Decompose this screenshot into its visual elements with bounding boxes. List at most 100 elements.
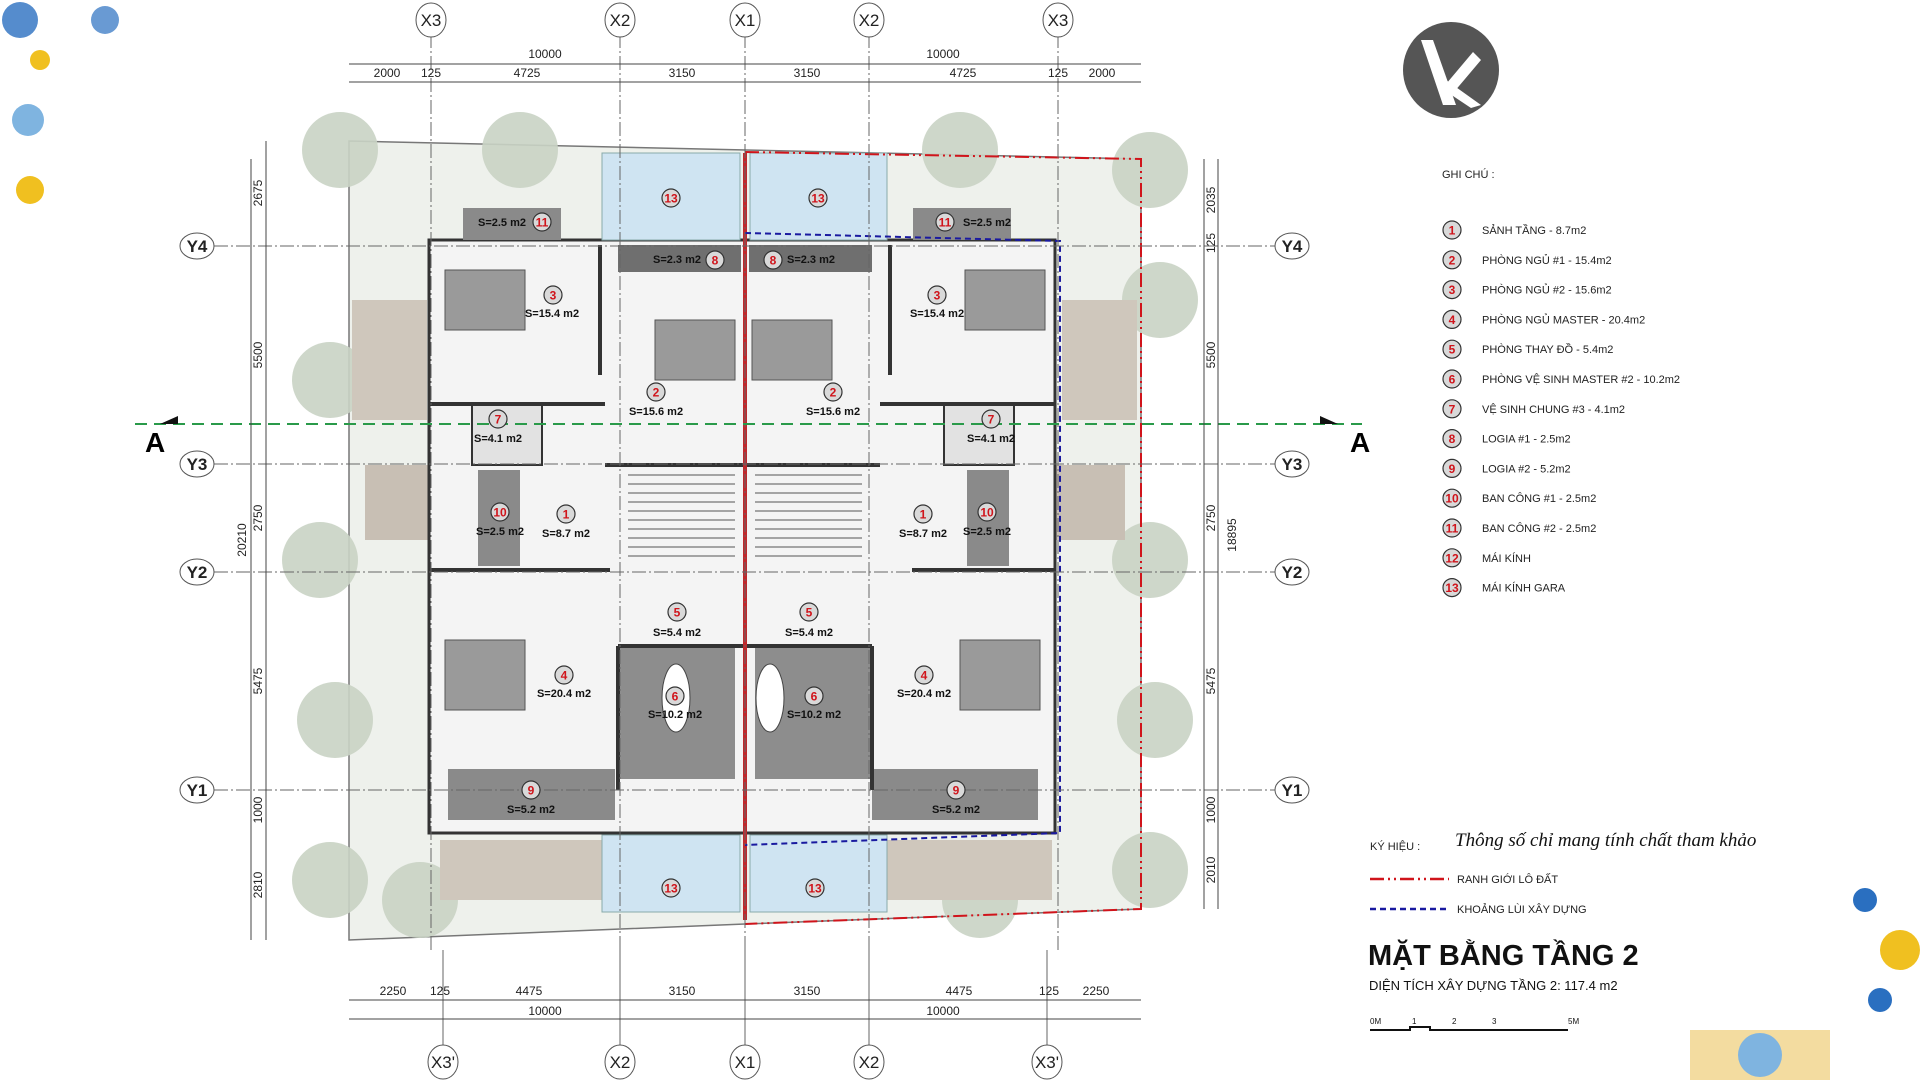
room-label: 3S=15.4 m2 [910, 285, 964, 320]
grid-axis-top: X1 [729, 2, 761, 38]
note-number: 11 [1446, 522, 1459, 536]
section-marker-right: A [1350, 427, 1370, 458]
room-number-badge [705, 250, 725, 270]
room-label: 7S=4.1 m2 [474, 409, 522, 445]
room-area: S=15.6 m2 [806, 406, 860, 418]
dimension-label: 125 [430, 984, 450, 998]
grid-axis-label: X2 [610, 11, 631, 30]
dimension-label: 4725 [514, 66, 541, 80]
note-label: BAN CÔNG #2 - 2.5m2 [1482, 522, 1596, 535]
note-label: BAN CÔNG #1 - 2.5m2 [1482, 492, 1596, 505]
room-number: 4 [561, 669, 568, 683]
room-area: S=15.4 m2 [525, 308, 579, 320]
grid-axis-left: Y3 [179, 450, 215, 478]
room-label: 4S=20.4 m2 [537, 665, 591, 700]
scale-bar-label: 3 [1492, 1017, 1497, 1026]
grid-axis-left: Y2 [179, 558, 215, 586]
dimension-label: 20210 [235, 523, 249, 557]
room-number-badge [521, 780, 541, 800]
dimension-label: 10000 [528, 1004, 562, 1018]
room-label: 1S=8.7 m2 [899, 504, 947, 540]
room-label: 6S=10.2 m2 [787, 686, 841, 721]
room-number: 10 [493, 506, 507, 520]
grid-axis-label: X3' [1035, 1053, 1059, 1072]
room-number-badge [946, 780, 966, 800]
grid-axis-bottom: X3' [427, 1044, 459, 1080]
dimension-label: 10000 [528, 47, 562, 61]
grid-axis-label: X3' [431, 1053, 455, 1072]
dimension-label: 2035 [1204, 186, 1218, 213]
note-number-badge [1442, 548, 1462, 568]
dimension-label: 5500 [251, 341, 265, 368]
room-number-badge [977, 502, 997, 522]
tree-icon [922, 112, 998, 188]
dimension-label: 4725 [950, 66, 977, 80]
note-label: PHÒNG NGỦ #1 - 15.4m2 [1482, 254, 1612, 267]
room-label: 9S=5.2 m2 [507, 780, 555, 816]
note-label: SẢNH TẦNG - 8.7m2 [1482, 224, 1586, 237]
grid-axis-label: X2 [610, 1053, 631, 1072]
grid-axis-bottom: X2 [853, 1044, 885, 1080]
room-label: 9S=5.2 m2 [932, 780, 980, 816]
grid-axis-label: Y4 [187, 237, 208, 256]
room-number-badge [532, 212, 552, 232]
lot-boundary-legend-label: RANH GIỚI LÔ ĐẤT [1457, 873, 1558, 886]
room-number-badge [556, 504, 576, 524]
dimension-label: 5500 [1204, 341, 1218, 368]
room-number-badge [488, 409, 508, 429]
company-logo [1403, 22, 1499, 118]
grid-axis-right: Y2 [1274, 558, 1310, 586]
room-number: 3 [934, 289, 941, 303]
section-line-a: A A [135, 416, 1370, 458]
room-label: 8 S=2.3 m2 [653, 250, 725, 270]
dimension-label: 2750 [251, 504, 265, 531]
note-number-badge [1442, 518, 1462, 538]
dimension-label: 4475 [946, 984, 973, 998]
dimension-label: 3150 [794, 66, 821, 80]
room-number: 11 [536, 216, 549, 230]
room-area: S=2.3 m2 [653, 254, 701, 266]
room-area: S=5.2 m2 [507, 804, 555, 816]
room-number: 7 [495, 413, 502, 427]
grid-axis-label: X1 [735, 11, 756, 30]
note-label: PHÒNG NGỦ MASTER - 20.4m2 [1482, 313, 1645, 326]
dimension-label: 2010 [1204, 856, 1218, 883]
room-area: S=2.5 m2 [963, 526, 1011, 538]
dimension-label: 125 [1039, 984, 1059, 998]
dimension-label: 2000 [1089, 66, 1116, 80]
note-number: 6 [1449, 373, 1456, 387]
room-number: 11 [939, 216, 952, 230]
room-number-badge [646, 382, 666, 402]
room-number: 13 [664, 192, 678, 206]
room-area: S=4.1 m2 [474, 433, 522, 445]
grid-axis-label: X2 [859, 1053, 880, 1072]
note-number: 3 [1449, 283, 1456, 297]
room-area: S=5.4 m2 [785, 627, 833, 639]
room-label: 5S=5.4 m2 [785, 602, 833, 639]
grid-axis-top: X3 [415, 2, 447, 38]
grid-axis-label: X1 [735, 1053, 756, 1072]
note-label: PHÒNG THAY ĐỒ - 5.4m2 [1482, 343, 1613, 356]
tree-icon [482, 112, 558, 188]
dimension-label: 5475 [251, 667, 265, 694]
room-label: 1S=8.7 m2 [542, 504, 590, 540]
note-number: 8 [1449, 432, 1456, 446]
room-label: 13 [805, 878, 825, 898]
tree-icon [1117, 682, 1193, 758]
room-number: 8 [712, 254, 719, 268]
grid-axis-bottom: X2 [604, 1044, 636, 1080]
note-label: VỆ SINH CHUNG #3 - 4.1m2 [1482, 403, 1625, 416]
note-item: 6 PHÒNG VỆ SINH MASTER #2 - 10.2m2 [1442, 369, 1680, 389]
room-label: 4S=20.4 m2 [897, 665, 951, 700]
room-label: 11S=2.5 m2 [478, 212, 552, 232]
note-label: PHÒNG VỆ SINH MASTER #2 - 10.2m2 [1482, 373, 1680, 386]
room-number-badge [665, 686, 685, 706]
note-number: 4 [1449, 313, 1456, 327]
plan-subtitle: DIỆN TÍCH XÂY DỰNG TẦNG 2: 117.4 m2 [1369, 978, 1618, 993]
tree-icon [297, 682, 373, 758]
